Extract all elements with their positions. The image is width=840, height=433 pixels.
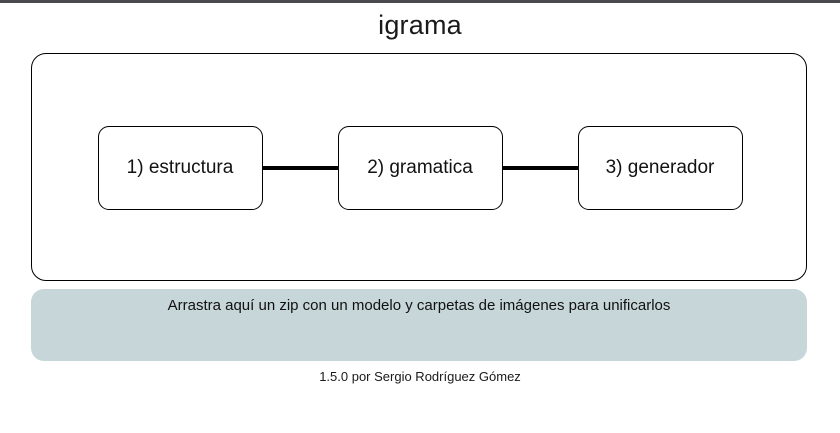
window-top-edge bbox=[0, 0, 840, 3]
file-dropzone[interactable]: Arrastra aquí un zip con un modelo y car… bbox=[31, 289, 807, 361]
dropzone-instruction: Arrastra aquí un zip con un modelo y car… bbox=[167, 297, 671, 314]
step-box-generador[interactable]: 3) generador bbox=[577, 126, 743, 210]
step-box-estructura[interactable]: 1) estructura bbox=[97, 126, 263, 210]
flow-diagram-panel: 1) estructura 2) gramatica 3) generador bbox=[31, 53, 807, 281]
version-credit-footer: 1.5.0 por Sergio Rodríguez Gómez bbox=[319, 369, 521, 384]
step-label-generador: 3) generador bbox=[605, 157, 715, 178]
step-label-estructura: 1) estructura bbox=[126, 157, 234, 178]
step-box-gramatica[interactable]: 2) gramatica bbox=[337, 126, 503, 210]
flow-steps-row: 1) estructura 2) gramatica 3) generador bbox=[32, 54, 808, 282]
connector-line-1 bbox=[262, 166, 338, 170]
connector-line-2 bbox=[502, 166, 578, 170]
page-title: igrama bbox=[378, 10, 462, 40]
step-label-gramatica: 2) gramatica bbox=[367, 157, 473, 178]
